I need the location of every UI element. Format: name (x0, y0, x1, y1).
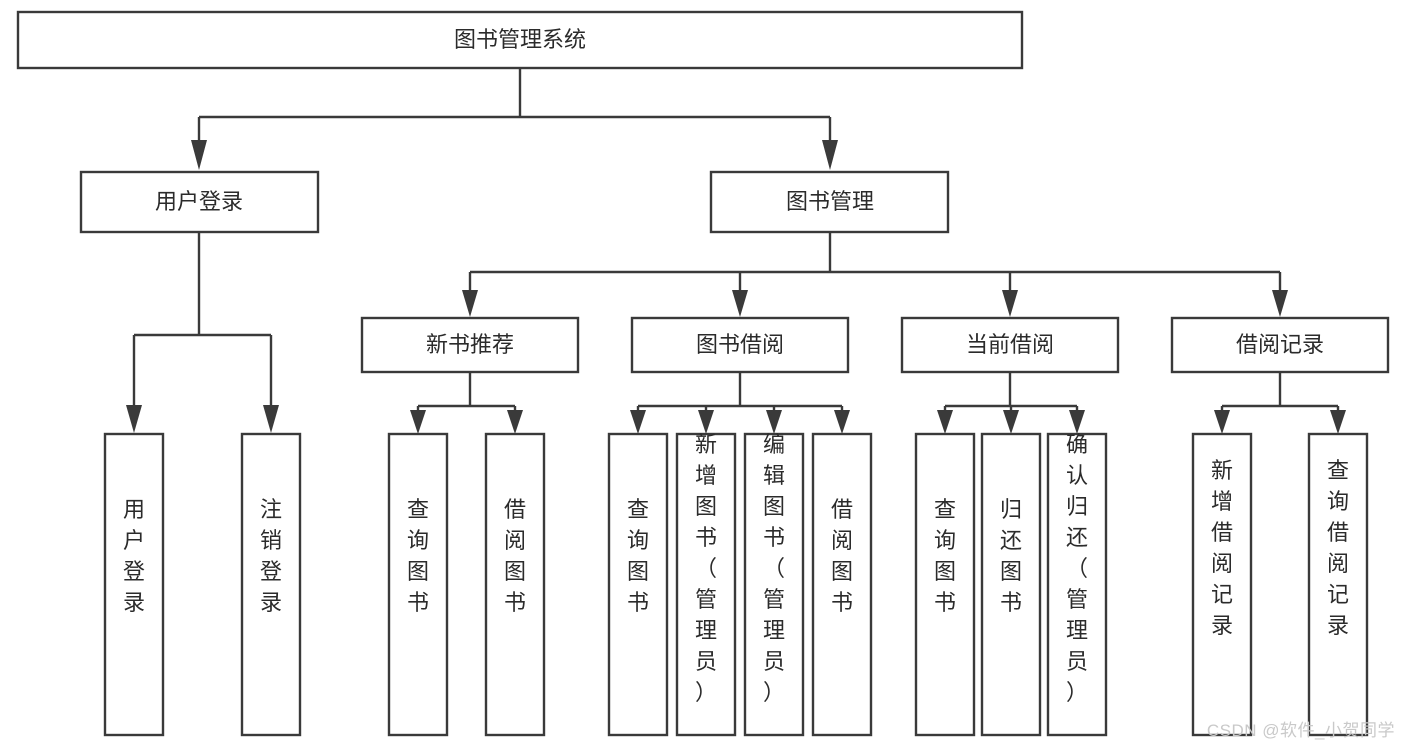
arrow-root-to-book-manage (822, 140, 838, 170)
csdn-watermark: CSDN @软件_小贺同学 (1206, 721, 1395, 740)
node-leaf-user-login[interactable]: 用户登录 (103, 432, 165, 737)
node-leaf-query-book-2-label: 查询图书 (627, 497, 649, 615)
node-user-login-box[interactable] (79, 170, 320, 234)
node-leaf-query-record-box[interactable] (1307, 432, 1369, 737)
node-leaf-borrow-book-1-label: 借阅图书 (504, 497, 526, 615)
node-book-manage-label: 图书管理 (786, 189, 874, 214)
node-leaf-confirm-return[interactable]: 确认归还（管理员） (1046, 432, 1108, 737)
node-borrow-record-label: 借阅记录 (1236, 332, 1324, 357)
node-leaf-borrow-book-2[interactable]: 借阅图书 (811, 432, 873, 737)
node-leaf-user-logout-label: 注销登录 (260, 497, 282, 615)
node-leaf-query-book-1[interactable]: 查询图书 (387, 432, 449, 737)
arrow-to-leaf-user-login (126, 405, 142, 433)
node-book-borrow-box[interactable] (630, 316, 850, 374)
node-leaf-edit-book[interactable]: 编辑图书（管理员） (743, 432, 805, 737)
node-root-box[interactable] (16, 10, 1024, 70)
node-leaf-query-book-3-label: 查询图书 (934, 497, 956, 615)
arrow-to-leaf-add-record (1214, 410, 1230, 434)
arrow-to-leaf-return-book (1003, 410, 1019, 434)
node-leaf-add-record[interactable]: 新增借阅记录 (1191, 432, 1253, 737)
node-leaf-query-book-1-label: 查询图书 (407, 497, 429, 615)
node-user-login[interactable]: 用户登录 (79, 170, 320, 234)
arrow-to-leaf-edit-book (766, 410, 782, 434)
node-leaf-add-book[interactable]: 新增图书（管理员） (675, 432, 737, 737)
node-leaf-user-login-label: 用户登录 (123, 497, 145, 615)
node-new-book-rec-label: 新书推荐 (426, 332, 514, 357)
arrow-to-leaf-borrow-book-2 (834, 410, 850, 434)
node-leaf-edit-book-label: 编辑图书（管理员） (763, 432, 785, 705)
node-current-borrow-label: 当前借阅 (966, 332, 1054, 357)
arrow-to-leaf-add-book (698, 410, 714, 434)
node-leaf-return-book-box[interactable] (980, 432, 1042, 737)
node-leaf-borrow-book-1[interactable]: 借阅图书 (484, 432, 546, 737)
arrow-to-leaf-borrow-book-1 (507, 410, 523, 434)
node-new-book-rec-box[interactable] (360, 316, 580, 374)
arrow-root-to-user-login (191, 140, 207, 170)
node-borrow-record-box[interactable] (1170, 316, 1390, 374)
node-leaf-add-record-label: 新增借阅记录 (1211, 458, 1233, 638)
arrow-to-leaf-confirm-return (1069, 410, 1085, 434)
node-book-manage[interactable]: 图书管理 (709, 170, 950, 234)
node-root[interactable]: 图书管理系统 (16, 10, 1024, 70)
node-leaf-borrow-book-2-box[interactable] (811, 432, 873, 737)
node-user-login-label: 用户登录 (155, 189, 243, 214)
node-leaf-query-record-label: 查询借阅记录 (1327, 458, 1349, 638)
node-leaf-query-book-3-box[interactable] (914, 432, 976, 737)
node-leaf-confirm-return-label: 确认归还（管理员） (1066, 432, 1088, 705)
arrow-to-book-borrow (732, 290, 748, 317)
node-current-borrow[interactable]: 当前借阅 (900, 316, 1120, 374)
node-leaf-user-logout-box[interactable] (240, 432, 302, 737)
node-leaf-borrow-book-1-box[interactable] (484, 432, 546, 737)
node-leaf-query-record[interactable]: 查询借阅记录 (1307, 432, 1369, 737)
node-root-label: 图书管理系统 (454, 27, 586, 52)
node-leaf-add-book-box[interactable] (675, 432, 737, 737)
arrow-to-leaf-query-record (1330, 410, 1346, 434)
node-leaf-query-book-2[interactable]: 查询图书 (607, 432, 669, 737)
node-book-borrow-label: 图书借阅 (696, 332, 784, 357)
node-leaf-return-book[interactable]: 归还图书 (980, 432, 1042, 737)
node-leaf-add-book-label: 新增图书（管理员） (695, 432, 717, 705)
node-borrow-record[interactable]: 借阅记录 (1170, 316, 1390, 374)
node-leaf-user-logout[interactable]: 注销登录 (240, 432, 302, 737)
connector-layer (126, 68, 1346, 434)
node-leaf-return-book-label: 归还图书 (1000, 497, 1022, 615)
node-leaf-add-record-box[interactable] (1191, 432, 1253, 737)
arrow-to-current-borrow (1002, 290, 1018, 317)
arrow-to-new-book-rec (462, 290, 478, 317)
node-leaf-confirm-return-box[interactable] (1046, 432, 1108, 737)
arrow-to-leaf-query-book-3 (937, 410, 953, 434)
node-leaf-borrow-book-2-label: 借阅图书 (831, 497, 853, 615)
arrow-to-leaf-query-book-1 (410, 410, 426, 434)
arrow-to-borrow-record (1272, 290, 1288, 317)
node-new-book-rec[interactable]: 新书推荐 (360, 316, 580, 374)
node-leaf-query-book-2-box[interactable] (607, 432, 669, 737)
node-book-borrow[interactable]: 图书借阅 (630, 316, 850, 374)
node-current-borrow-box[interactable] (900, 316, 1120, 374)
arrow-to-leaf-query-book-2 (630, 410, 646, 434)
node-leaf-user-login-box[interactable] (103, 432, 165, 737)
node-leaf-query-book-3[interactable]: 查询图书 (914, 432, 976, 737)
node-book-manage-box[interactable] (709, 170, 950, 234)
node-leaf-query-book-1-box[interactable] (387, 432, 449, 737)
arrow-to-leaf-user-logout (263, 405, 279, 433)
node-leaf-edit-book-box[interactable] (743, 432, 805, 737)
